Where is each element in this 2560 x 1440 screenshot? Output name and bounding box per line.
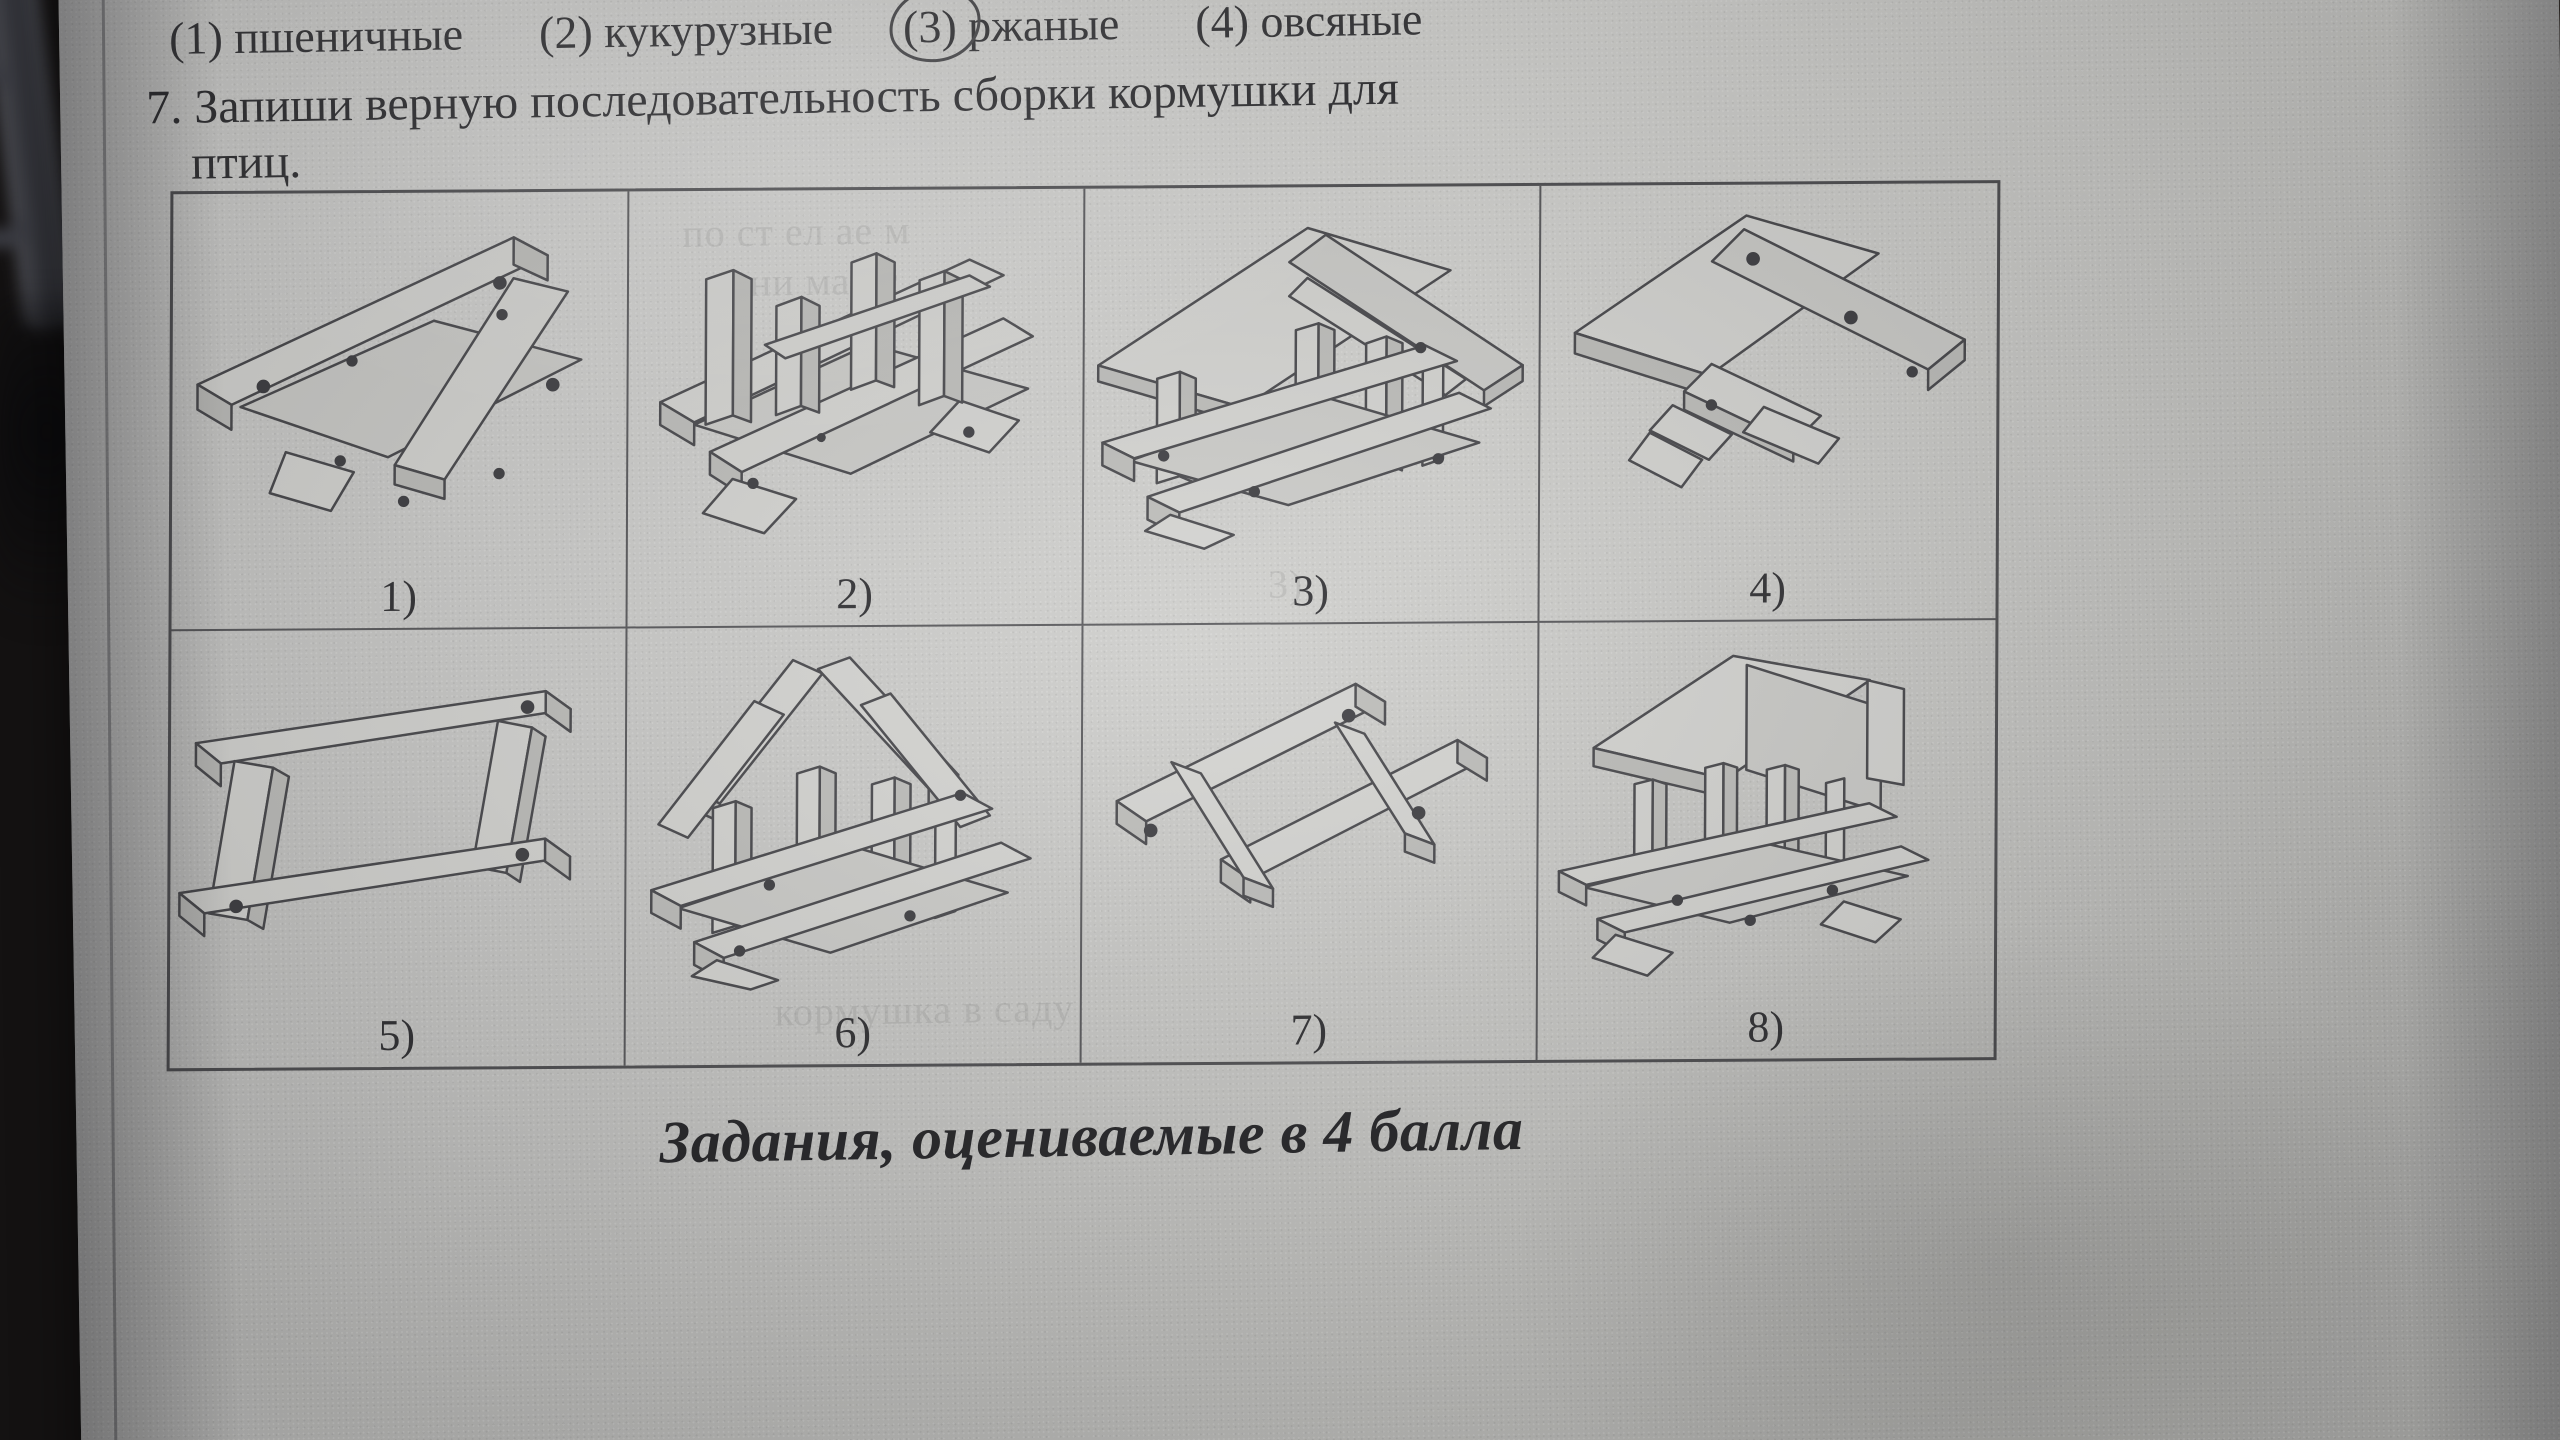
feeder-with-roof-beams-no-panels-drawing bbox=[626, 626, 1082, 1012]
figure-cell-5[interactable]: 5) bbox=[169, 628, 628, 1069]
figure-label-3: 3) bbox=[1292, 566, 1330, 616]
feeder-frame-rails-only-drawing bbox=[170, 629, 626, 1015]
feeder-flat-base-frame-drawing bbox=[1082, 623, 1538, 1009]
answer-option-2[interactable]: (2) кукурузные bbox=[539, 2, 834, 60]
figure-cell-4[interactable]: 4) bbox=[1539, 183, 1998, 623]
question-text-line2: птиц. bbox=[190, 134, 302, 190]
figure-label-5: 5) bbox=[378, 1010, 416, 1061]
figure-cell-8[interactable]: 8) bbox=[1538, 620, 1996, 1060]
figure-label-7: 7) bbox=[1290, 1005, 1328, 1055]
answer-option-3[interactable]: (3) ржаные bbox=[884, 0, 1120, 68]
textbook-page: по ст ел ае м за ни ма ет 3) кормушка в … bbox=[57, 0, 2560, 1440]
feeder-finished-front-view-drawing bbox=[1538, 620, 1996, 1006]
answer-option-4-num: (4) bbox=[1194, 0, 1250, 48]
answer-option-2-text: кукурузные bbox=[603, 2, 834, 58]
answer-option-1[interactable]: (1) пшеничные bbox=[169, 7, 464, 65]
answer-option-2-num: (2) bbox=[538, 6, 594, 59]
figure-label-4: 4) bbox=[1749, 563, 1787, 613]
answer-option-3-text: ржаные bbox=[967, 0, 1120, 52]
answer-option-1-text: пшеничные bbox=[233, 8, 464, 63]
figure-cell-7[interactable]: 7) bbox=[1081, 622, 1540, 1063]
feeder-roof-panels-assembled-drawing bbox=[1540, 183, 1998, 567]
feeder-base-platform-with-rails-drawing bbox=[172, 191, 628, 575]
answer-options-row: (1) пшеничные (2) кукурузные (3) ржаные … bbox=[169, 0, 2290, 68]
figure-label-8: 8) bbox=[1747, 1002, 1785, 1052]
figure-label-2: 2) bbox=[836, 568, 874, 619]
answer-option-1-num: (1) bbox=[168, 12, 224, 64]
answer-option-3-num: (3) bbox=[902, 0, 958, 53]
answer-option-4-text: овсяные bbox=[1259, 0, 1423, 47]
figure-grid: 1) bbox=[166, 180, 2001, 1072]
figure-cell-1[interactable]: 1) bbox=[171, 191, 630, 632]
figure-cell-6[interactable]: 6) bbox=[625, 625, 1084, 1066]
section-caption: Задания, оцениваемые в 4 балла bbox=[659, 1095, 1524, 1176]
figure-cell-2[interactable]: 2) bbox=[627, 188, 1086, 629]
figure-cell-3[interactable]: 3) bbox=[1083, 185, 1542, 626]
figure-label-6: 6) bbox=[834, 1008, 872, 1058]
page-content: по ст ел ае м за ни ма ет 3) кормушка в … bbox=[59, 0, 2560, 1440]
answer-option-4[interactable]: (4) овсяные bbox=[1195, 0, 1423, 49]
question-text-line1: 7. Запиши верную последовательность сбор… bbox=[145, 61, 1400, 135]
feeder-base-with-vertical-posts-drawing bbox=[628, 189, 1084, 573]
figure-label-1: 1) bbox=[380, 571, 418, 621]
feeder-complete-with-roof-drawing bbox=[1084, 186, 1540, 570]
